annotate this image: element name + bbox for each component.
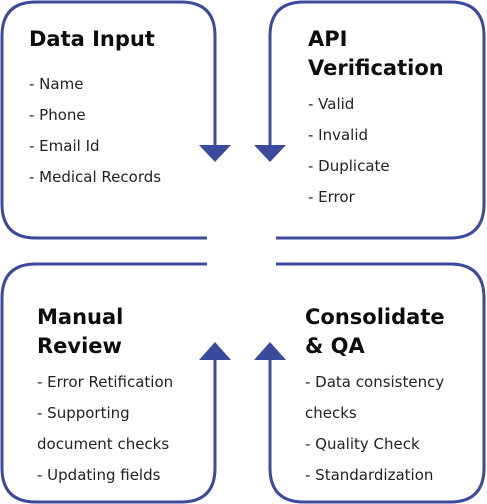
api-verification-list: - Valid - Invalid - Duplicate - Error xyxy=(308,89,444,213)
up-arrow-right-icon xyxy=(254,342,286,360)
up-arrow-left-icon xyxy=(199,342,231,360)
list-item: - Email Id xyxy=(29,137,100,155)
list-item: - Updating fields xyxy=(37,466,161,484)
list-item: - Error xyxy=(308,188,355,206)
list-item: checks xyxy=(305,404,357,422)
list-item: - Duplicate xyxy=(308,157,390,175)
consolidate-qa-title-line2: & QA xyxy=(305,334,365,358)
manual-review-title-line2: Review xyxy=(37,334,122,358)
data-input-list: - Name - Phone - Email Id - Medical Reco… xyxy=(29,69,161,193)
box-consolidate-qa-border xyxy=(268,262,486,504)
data-input-title: Data Input xyxy=(29,27,155,51)
box-api-verification: API Verification - Valid - Invalid - Dup… xyxy=(308,25,444,213)
box-data-input: Data Input - Name - Phone - Email Id - M… xyxy=(29,25,161,193)
api-verification-title-line1: API xyxy=(308,27,348,51)
list-item: document checks xyxy=(37,435,170,453)
down-arrow-right-icon xyxy=(254,145,286,162)
box-manual-review-border xyxy=(0,262,217,504)
list-item: - Medical Records xyxy=(29,168,162,186)
list-item: - Phone xyxy=(29,106,86,124)
list-item: - Valid xyxy=(308,95,355,113)
down-arrow-left-icon xyxy=(199,145,231,162)
manual-review-title-line1: Manual xyxy=(37,305,124,329)
list-item: - Quality Check xyxy=(305,435,420,453)
list-item: - Error Retification xyxy=(37,373,174,391)
list-item: - Standardization xyxy=(305,466,434,484)
list-item: - Invalid xyxy=(308,126,369,144)
box-manual-review: Manual Review - Error Retification - Sup… xyxy=(37,303,173,491)
manual-review-list: - Error Retification - Supporting docume… xyxy=(37,367,173,491)
consolidate-qa-list: - Data consistency checks - Quality Chec… xyxy=(305,367,445,491)
list-item: - Data consistency xyxy=(305,373,445,391)
box-consolidate-qa: Consolidate & QA - Data consistency chec… xyxy=(305,303,445,491)
list-item: - Name xyxy=(29,75,84,93)
list-item: - Supporting xyxy=(37,404,130,422)
consolidate-qa-title-line1: Consolidate xyxy=(305,305,445,329)
box-api-verification-border xyxy=(268,0,486,240)
box-data-input-border xyxy=(0,0,217,240)
api-verification-title-line2: Verification xyxy=(308,56,444,80)
